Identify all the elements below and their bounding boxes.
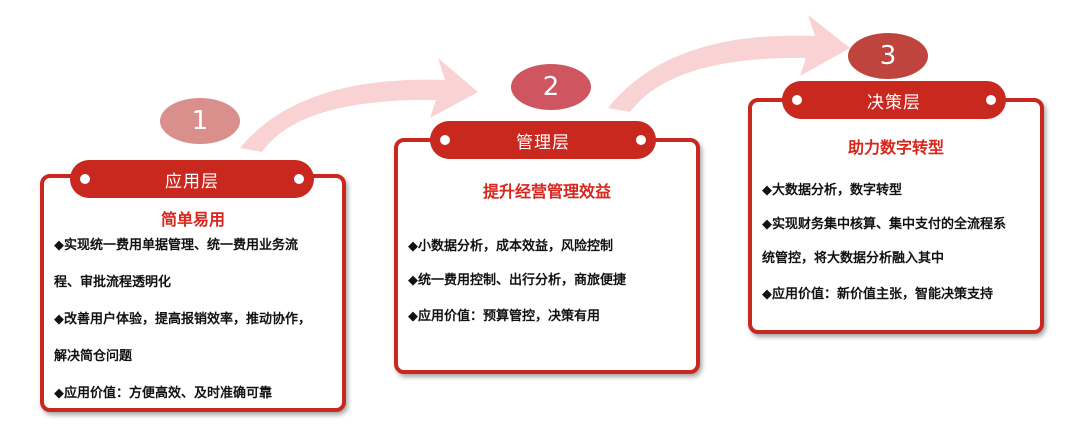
stage-1-line-4: 解决简仓问题 — [54, 349, 133, 364]
stage-3-number-badge: 3 — [848, 33, 928, 79]
stage-3-line-4: ◆应用价值：新价值主张，智能决策支持 — [762, 287, 993, 302]
pill-dot-icon — [80, 174, 90, 184]
pill-dot-icon — [294, 174, 304, 184]
pill-dot-icon — [440, 135, 450, 145]
stage-1-card: 简单易用 ◆实现统一费用单据管理、统一费用业务流 程、审批流程透明化 ◆改善用户… — [40, 174, 346, 412]
arrow-1-to-2 — [240, 58, 478, 152]
stage-2-number-badge: 2 — [511, 64, 591, 110]
stage-1-line-1: ◆实现统一费用单据管理、统一费用业务流 — [54, 238, 298, 253]
stage-1-line-3: ◆改善用户体验，提高报销效率，推动协作， — [54, 312, 311, 327]
stage-1-line-5: ◆应用价值：方便高效、及时准确可靠 — [54, 386, 272, 401]
stage-3-line-1: ◆大数据分析，数字转型 — [762, 183, 902, 198]
stage-2-line-2: ◆统一费用控制、出行分析，商旅便捷 — [408, 273, 626, 288]
stage-3-card: 助力数字转型 ◆大数据分析，数字转型 ◆实现财务集中核算、集中支付的全流程系 统… — [748, 98, 1044, 334]
stage-2-line-3: ◆应用价值：预算管控，决策有用 — [408, 309, 600, 324]
stage-3-line-3: 统管控，将大数据分析融入其中 — [762, 251, 945, 266]
stage-1-header-label: 应用层 — [165, 171, 219, 192]
stage-2-header-label: 管理层 — [516, 132, 570, 153]
stage-1-title: 简单易用 — [160, 210, 225, 229]
stage-3-header-label: 决策层 — [867, 92, 921, 113]
stage-2-header: 管理层 — [430, 121, 656, 159]
stage-3-number: 3 — [879, 41, 897, 71]
stage-3-header: 决策层 — [782, 81, 1006, 119]
stage-2-title: 提升经营管理效益 — [482, 182, 611, 201]
stage-2-number: 2 — [542, 72, 560, 102]
pill-dot-icon — [792, 95, 802, 105]
arrow-2-to-3 — [608, 15, 850, 112]
stage-1-line-2: 程、审批流程透明化 — [54, 275, 172, 290]
pill-dot-icon — [636, 135, 646, 145]
stage-3-line-2: ◆实现财务集中核算、集中支付的全流程系 — [762, 217, 1006, 232]
stage-3-title: 助力数字转型 — [847, 138, 944, 157]
stage-1-header: 应用层 — [70, 160, 314, 198]
stage-1-number: 1 — [191, 106, 209, 136]
stage-1-number-badge: 1 — [160, 98, 240, 144]
stage-2-line-1: ◆小数据分析，成本效益，风险控制 — [408, 239, 613, 254]
stage-2-card: 提升经营管理效益 ◆小数据分析，成本效益，风险控制 ◆统一费用控制、出行分析，商… — [394, 138, 700, 374]
pill-dot-icon — [986, 95, 996, 105]
